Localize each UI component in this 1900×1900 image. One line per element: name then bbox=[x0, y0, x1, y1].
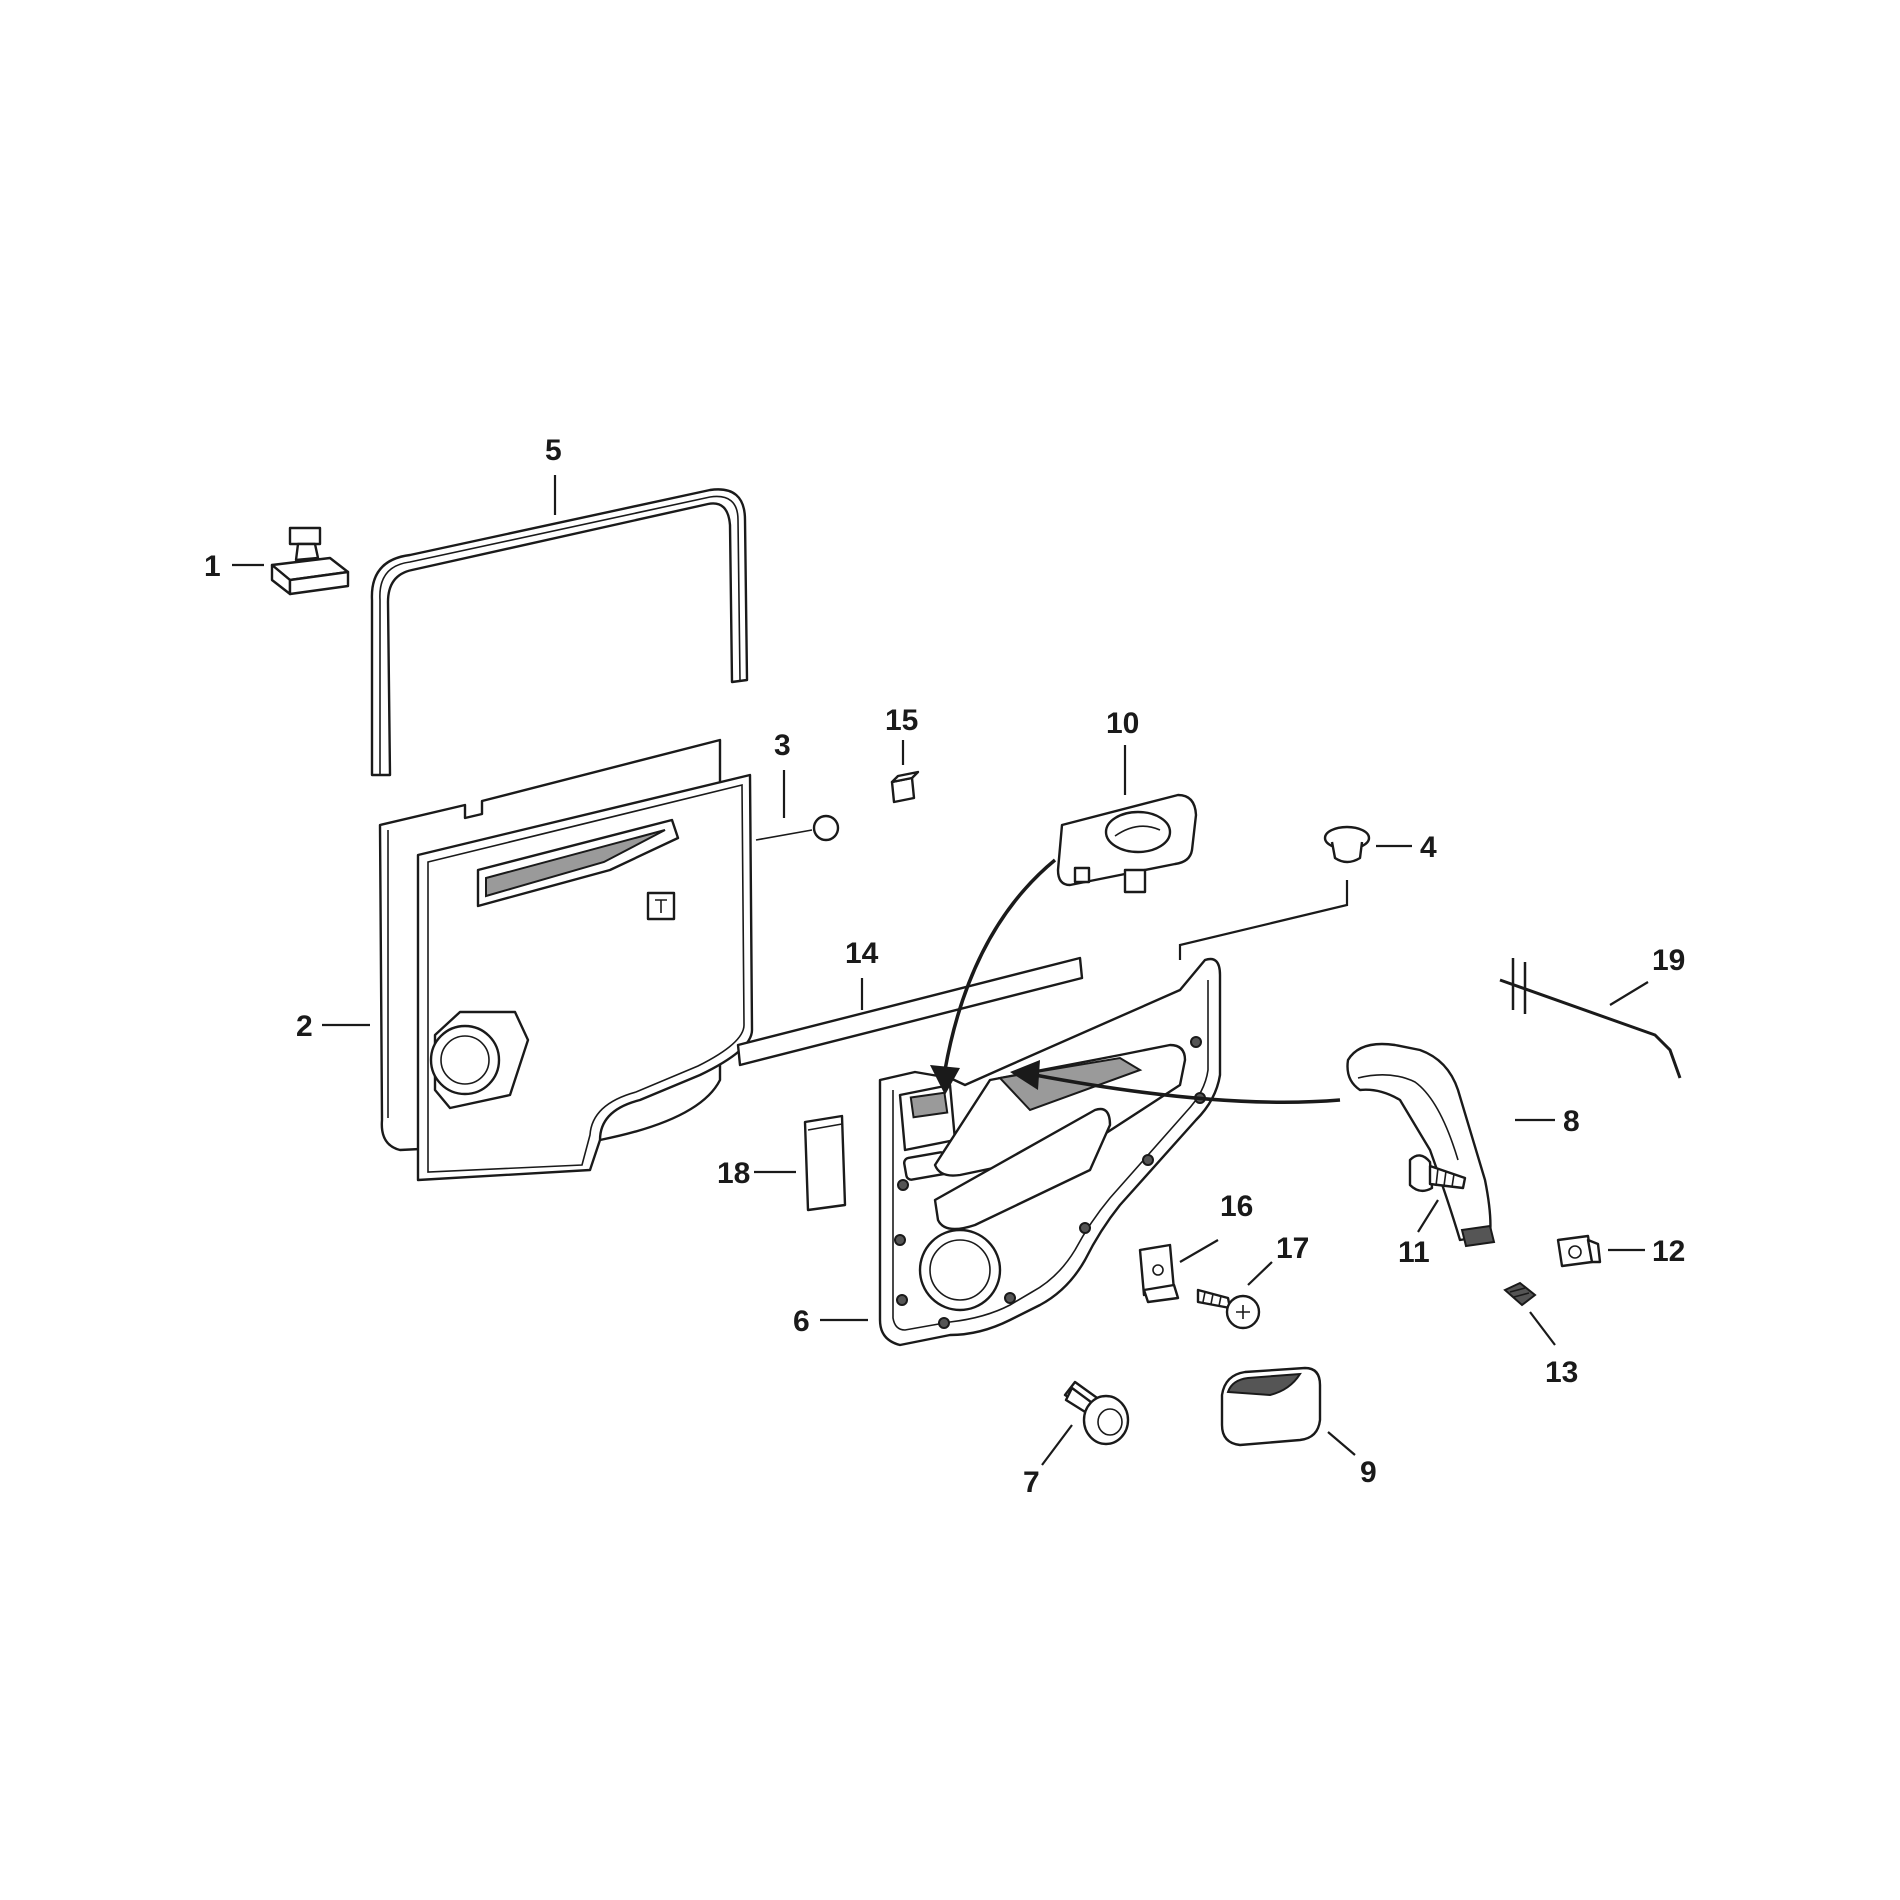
leader-19 bbox=[1609, 981, 1649, 1006]
callout-13: 13 bbox=[1545, 1356, 1578, 1389]
callout-12: 12 bbox=[1652, 1235, 1685, 1268]
part-8-grab-handle bbox=[1346, 1042, 1496, 1248]
callout-3: 3 bbox=[774, 729, 791, 762]
part-12-clip-nut bbox=[1556, 1234, 1602, 1268]
callout-labels: 1 2 3 4 5 6 7 8 9 10 11 12 13 14 15 16 1… bbox=[204, 434, 1685, 1499]
part-5-window-seal bbox=[370, 488, 749, 777]
part-3-barrier-sheet bbox=[416, 773, 754, 1182]
part-18-pad bbox=[803, 1114, 847, 1212]
part-10-switch-bezel bbox=[1056, 793, 1198, 894]
callout-2: 2 bbox=[296, 1010, 313, 1043]
callout-14: 14 bbox=[845, 937, 879, 970]
callout-7: 7 bbox=[1023, 1466, 1040, 1499]
callout-6: 6 bbox=[793, 1305, 810, 1338]
callout-10: 10 bbox=[1106, 707, 1139, 740]
callout-18: 18 bbox=[717, 1157, 750, 1190]
leader-4-routing bbox=[1178, 880, 1349, 960]
leader-17 bbox=[1247, 1261, 1273, 1286]
part-19-wire bbox=[1499, 958, 1682, 1079]
callout-15: 15 bbox=[885, 704, 918, 737]
part-15-small-clip bbox=[890, 770, 920, 804]
callout-11: 11 bbox=[1398, 1236, 1430, 1269]
part-11-screw bbox=[1408, 1154, 1467, 1193]
part-16-clip-plate bbox=[1138, 1243, 1180, 1304]
part-9-switch-cover bbox=[1220, 1366, 1322, 1447]
leader-13 bbox=[1529, 1311, 1556, 1346]
callout-16: 16 bbox=[1220, 1190, 1253, 1223]
part-6-door-trim-panel bbox=[878, 957, 1222, 1347]
leader-16 bbox=[1179, 1239, 1219, 1263]
part-7-push-rivet bbox=[1063, 1380, 1130, 1446]
callout-17: 17 bbox=[1276, 1232, 1309, 1265]
part-3-pin bbox=[755, 814, 840, 842]
callout-8: 8 bbox=[1563, 1105, 1580, 1138]
callout-1: 1 bbox=[204, 550, 221, 583]
part-4-push-clip bbox=[1323, 825, 1371, 864]
leader-11 bbox=[1417, 1199, 1439, 1233]
callout-19: 19 bbox=[1652, 944, 1685, 977]
part-13-small-clip bbox=[1503, 1281, 1537, 1307]
part-1-clip bbox=[270, 526, 350, 596]
part-14-strip bbox=[736, 956, 1084, 1067]
callout-5: 5 bbox=[545, 434, 562, 467]
leader-9 bbox=[1327, 1431, 1356, 1456]
leader-7 bbox=[1041, 1424, 1073, 1466]
callout-9: 9 bbox=[1360, 1456, 1377, 1489]
callout-4: 4 bbox=[1420, 831, 1437, 864]
part-17-screw bbox=[1196, 1288, 1261, 1330]
assembly-arrows bbox=[930, 858, 1341, 1104]
